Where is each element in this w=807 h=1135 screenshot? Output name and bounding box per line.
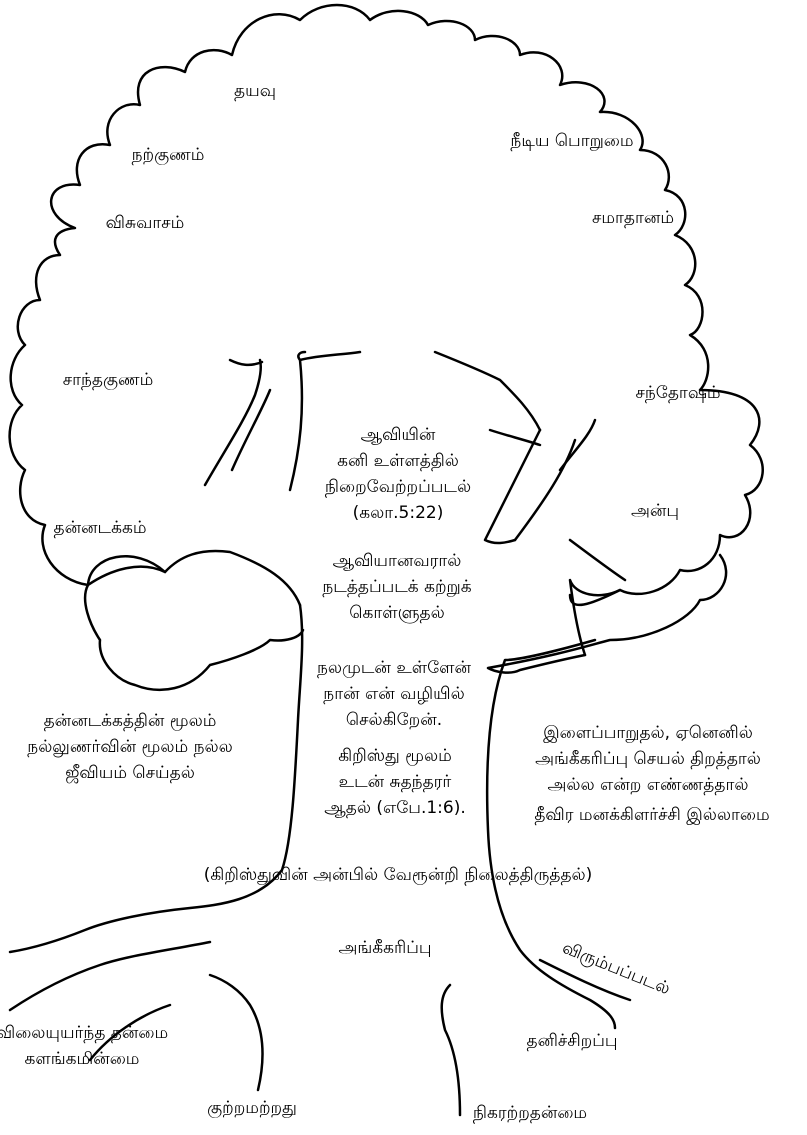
center-block-3-line-1: நலமுடன் உள்ளேன் [317,658,471,678]
branch-10 [568,538,627,582]
fruit-gentleness: சாந்தகுணம் [62,370,154,390]
fruit-self-control: தன்னடக்கம் [53,518,147,538]
fruit-faith: விசுவாசம் [105,213,185,233]
canopy-lower-right-2 [568,588,622,607]
left-side-line-2: நல்லுணர்வின் மூலம் நல்ல [27,737,233,757]
root-center [208,973,264,1092]
center-block-1-line-2: கனி உள்ளத்தில் [337,451,459,471]
right-side-extra: தீவிர மனக்கிளர்ச்சி இல்லாமை [534,805,770,825]
root-acceptance: அங்கீகரிப்பு [338,938,432,958]
branch-4 [288,350,307,492]
right-side-line-1: இளைப்பாறுதல், ஏனெனில் [543,723,753,743]
left-side-line-3: ஜீவியம் செய்தல் [65,763,195,783]
center-block-4: கிறிஸ்து மூலம் உடன் சுதந்தரர் ஆதல் (எபே.… [324,743,466,821]
center-block-1-line-4: (கலா.5:22) [352,503,444,523]
root-uniqueness: தனிச்சிறப்பு [526,1031,618,1051]
root-right [538,958,632,1002]
root-left-1 [8,940,212,1012]
root-center-right [440,983,462,1117]
ground-line-text: (கிறிஸ்துவின் அன்பில் வேரூன்றி நிலைத்திர… [203,865,593,885]
center-block-2: ஆவியானவரால் நடத்தப்படக் கற்றுக் கொள்ளுதல… [322,548,471,626]
center-block-2-line-2: நடத்தப்படக் கற்றுக் [322,577,472,597]
branch-11 [558,418,597,472]
root-worth-line-1: விலையுயர்ந்த தன்மை [0,1023,169,1043]
canopy-lower-left [83,565,305,692]
center-block-1-line-1: ஆவியின் [360,425,436,445]
fruit-love: அன்பு [630,501,680,521]
branch-8 [513,438,577,542]
branch-9 [488,428,542,447]
center-block-3: நலமுடன் உள்ளேன் நான் என் வழியில் செல்கிற… [317,655,471,733]
center-block-4-line-2: உடன் சுதந்தரர் [338,772,452,792]
right-side-line-2: அங்கீகரிப்பு செயல் திறத்தால் [535,749,761,769]
root-blameless: குற்றமற்றது [207,1098,297,1118]
center-block-3-line-2: நான் என் வழியில் [323,684,465,704]
root-worth: விலையுயர்ந்த தன்மை களங்கமின்மை [0,1020,168,1072]
center-block-1-line-3: நிறைவேற்றப்படல் [324,477,472,497]
branch-1 [203,358,263,487]
branch-2 [230,388,272,472]
center-block-2-line-3: கொள்ளுதல் [349,603,445,623]
branch-3 [228,358,264,367]
fruit-kindness: தயவு [234,81,276,101]
branch-6 [433,350,542,432]
fruit-goodness: நற்குணம் [131,145,205,165]
fruit-peace: சமாதானம் [591,208,675,228]
left-side-text: தன்னடக்கத்தின் மூலம் நல்லுணர்வின் மூலம் … [27,708,232,786]
fruit-joy: சந்தோஷம் [635,383,721,403]
branch-7 [483,428,542,545]
right-side-text: இளைப்பாறுதல், ஏனெனில் அங்கீகரிப்பு செயல்… [535,720,761,798]
root-worth-line-2: களங்கமின்மை [24,1049,140,1069]
center-block-4-line-3: ஆதல் (எபே.1:6). [324,798,466,818]
canopy-outline [8,3,764,657]
center-block-1: ஆவியின் கனி உள்ளத்தில் நிறைவேற்றப்படல் (… [325,422,471,526]
trunk-left [8,603,304,954]
branch-5 [298,350,362,362]
root-incomparable: நிகரற்றதன்மை [472,1103,588,1123]
fruit-patience: நீடிய பொறுமை [510,131,634,151]
canopy-lower-right [486,553,728,674]
right-side-line-3: அல்ல என்ற எண்ணத்தால் [547,775,749,795]
center-block-3-line-3: செல்கிறேன். [345,710,443,730]
left-side-line-1: தன்னடக்கத்தின் மூலம் [43,711,217,731]
root-left-2 [88,1003,172,1062]
center-block-4-line-1: கிறிஸ்து மூலம் [338,746,452,766]
center-block-2-line-1: ஆவியானவரால் [332,551,462,571]
trunk-right [485,638,617,1030]
